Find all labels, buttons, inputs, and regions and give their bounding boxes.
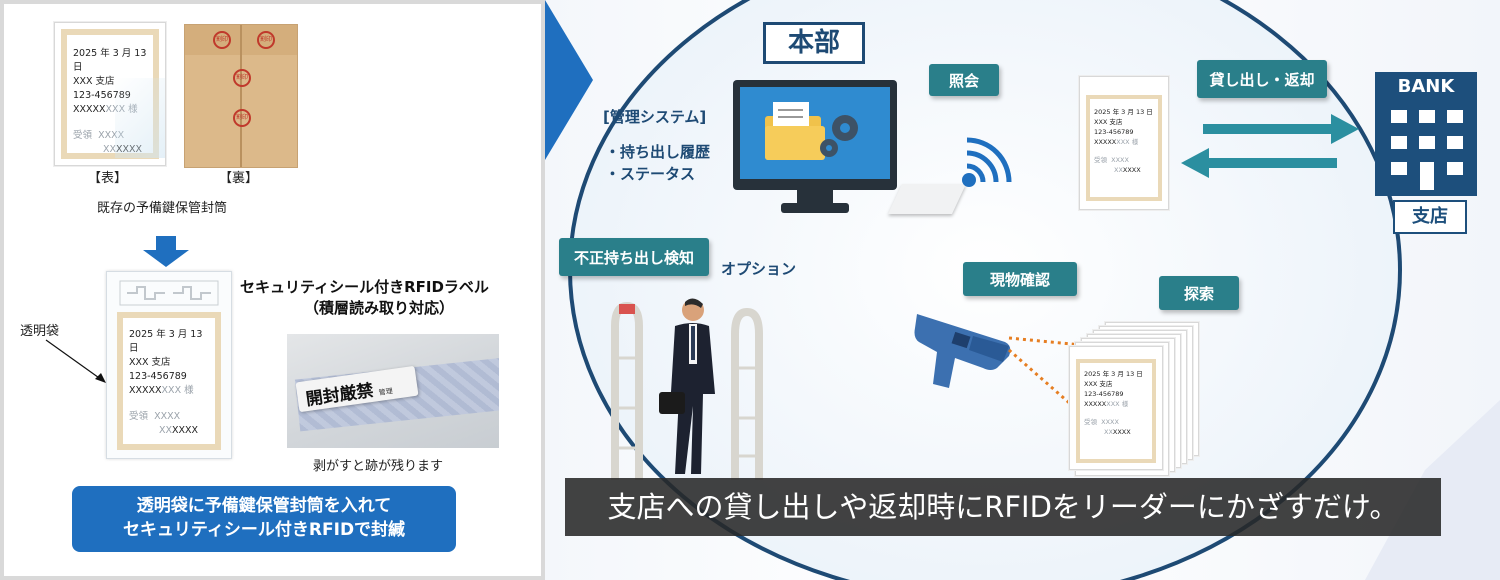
bank-building: BANK: [1375, 72, 1477, 196]
lend-return-label: 貸し出し・返却: [1197, 60, 1327, 98]
monitor: [733, 80, 897, 190]
branch-label-box: 支店: [1393, 200, 1467, 234]
stack-envelope-received: 受領 XXXX: [1084, 418, 1119, 426]
theft-detection-label: 不正持ち出し検知: [559, 238, 709, 276]
inquiry-label: 照会: [929, 64, 999, 96]
bank-label: BANK: [1397, 76, 1455, 97]
bag-envelope-signature: XXXXXX: [159, 425, 199, 436]
hq-title: 本部: [787, 28, 840, 58]
security-gate-icon: [611, 302, 763, 480]
businessman-icon: [659, 298, 715, 474]
exchange-arrows-icon: [1181, 114, 1359, 178]
bag-envelope-date: 2025 年 3 月 13 日: [129, 329, 203, 354]
bag-envelope-branch: XXX 支店: [129, 357, 171, 368]
lend-envelope-number: 123-456789: [1094, 128, 1134, 136]
left-panel: 2025 年 3 月 13 日 XXX 支店 123-456789 XXXXXX…: [0, 0, 545, 580]
physical-check-label: 現物確認: [963, 262, 1077, 296]
stack-envelope-branch: XXX 支店: [1084, 380, 1113, 388]
envelope-stack: 2025 年 3 月 13 日 XXX 支店 123-456789 XXXXXX…: [1065, 322, 1205, 476]
existing-envelope-caption: 既存の予備鍵保管封筒: [97, 201, 228, 216]
mgmt-item-status: ・ステータス: [605, 165, 696, 183]
summary-banner: 透明袋に予備鍵保管封筒を入れて セキュリティシール付きRFIDで封緘: [72, 486, 456, 552]
envelope-date: 2025 年 3 月 13 日: [73, 48, 147, 73]
bank-windows-icon: [1391, 110, 1463, 190]
summary-banner-line1: 透明袋に予備鍵保管封筒を入れて: [136, 496, 392, 516]
option-label: オプション: [721, 260, 797, 278]
stack-envelope-date: 2025 年 3 月 13 日: [1084, 370, 1143, 378]
lend-envelope-branch: XXX 支店: [1094, 118, 1123, 126]
envelope-number: 123-456789: [73, 90, 131, 101]
stamp-icon: 割印: [213, 31, 231, 49]
bag-envelope-addressee: XXXXXXXX 様: [129, 385, 194, 396]
envelope-branch: XXX 支店: [73, 76, 115, 87]
mgmt-item-history: ・持ち出し履歴: [605, 143, 711, 161]
back-caption: 【裏】: [219, 171, 259, 186]
lend-envelope-received: 受領 XXXX: [1094, 156, 1129, 164]
folder-gear-icon: [765, 102, 858, 160]
envelope-back: 割印 割印 割印 割印: [184, 24, 298, 168]
down-arrow-icon: [143, 236, 189, 267]
lend-envelope: 2025 年 3 月 13 日 XXX 支店 123-456789 XXXXXX…: [1079, 76, 1169, 210]
stack-envelope-addressee: XXXXXXXX 様: [1084, 400, 1129, 408]
hq-title-box: 本部: [763, 22, 865, 64]
mgmt-system-title: [管理システム]: [603, 108, 707, 126]
subtitle-bar: 支店への貸し出しや返却時にRFIDをリーダーにかざすだけ。: [565, 478, 1441, 536]
pointer-arrow-icon: [45, 339, 106, 383]
monitor-base: [781, 203, 849, 213]
rfid-label-title: セキュリティシール付きRFIDラベル: [240, 278, 489, 296]
branch-label: 支店: [1412, 206, 1448, 227]
envelope-front: 2025 年 3 月 13 日 XXX 支店 123-456789 XXXXXX…: [54, 22, 166, 166]
stack-envelope-number: 123-456789: [1084, 390, 1124, 398]
search-label: 探索: [1159, 276, 1239, 310]
monitor-stand: [797, 190, 833, 204]
right-panel: 本部 [管理システム] ・持ち出し履歴 ・ステータス 照会 2025 年 3 月…: [545, 0, 1500, 580]
subtitle-text: 支店への貸し出しや返却時にRFIDをリーダーにかざすだけ。: [607, 490, 1399, 524]
front-caption: 【表】: [88, 171, 128, 186]
wireless-icon: [962, 137, 1012, 187]
handheld-reader-icon: [914, 314, 1011, 388]
envelope-received: 受領 XXXX: [73, 130, 125, 141]
lend-envelope-date: 2025 年 3 月 13 日: [1094, 108, 1153, 116]
seal-small-text: 管理: [378, 387, 394, 397]
stamp-icon: 割印: [233, 109, 251, 127]
lend-envelope-signature: XXXXXX: [1114, 166, 1141, 174]
rfid-antenna-icon: [119, 280, 219, 306]
bag-label: 透明袋: [20, 324, 60, 339]
rfid-label-subtitle: （積層読み取り対応）: [304, 299, 455, 317]
summary-banner-line2: セキュリティシール付きRFIDで封緘: [122, 520, 406, 540]
seal-photo: 開封厳禁 管理: [287, 334, 499, 448]
bag-envelope-received: 受領 XXXX: [129, 411, 181, 422]
peel-caption: 剥がすと跡が残ります: [313, 459, 444, 474]
stack-envelope-signature: XXXXXX: [1104, 428, 1131, 436]
lend-envelope-addressee: XXXXXXXX 様: [1094, 138, 1139, 146]
stamp-icon: 割印: [233, 69, 251, 87]
stamp-icon: 割印: [257, 31, 275, 49]
transparent-bag: 2025 年 3 月 13 日 XXX 支店 123-456789 XXXXXX…: [106, 271, 232, 459]
bag-envelope-number: 123-456789: [129, 371, 187, 382]
